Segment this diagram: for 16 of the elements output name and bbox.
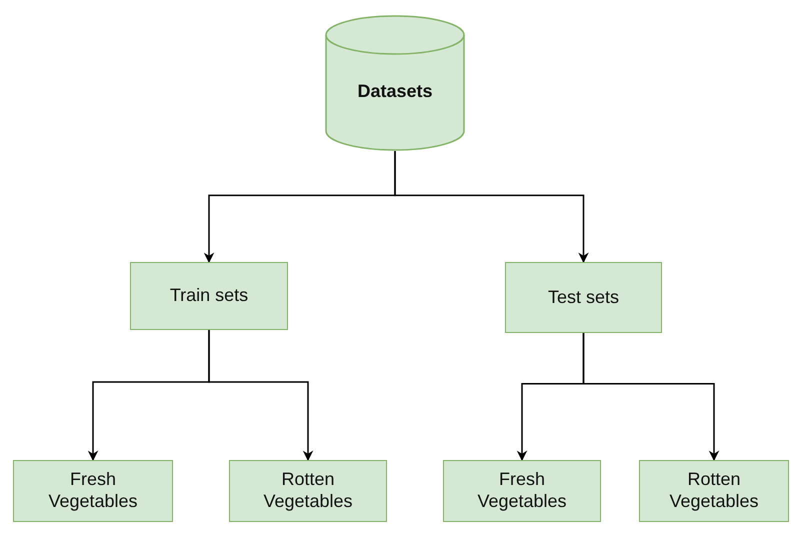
node-label: Rotten Vegetables — [668, 469, 760, 513]
node-label: Fresh Vegetables — [476, 469, 568, 513]
process-box — [130, 262, 288, 330]
process-box — [443, 460, 601, 522]
connector-arrow — [394, 151, 589, 264]
process-box — [505, 262, 662, 333]
process-box — [639, 460, 789, 522]
connector-arrow — [582, 333, 720, 462]
process-box — [13, 460, 173, 522]
process-box — [229, 460, 387, 522]
node-label: Fresh Vegetables — [47, 469, 139, 513]
connector-arrow — [208, 330, 314, 462]
node-label: Train sets — [170, 285, 248, 307]
node-label: Rotten Vegetables — [262, 469, 354, 513]
node-label: Datasets — [357, 81, 433, 103]
node-label: Test sets — [548, 286, 620, 308]
